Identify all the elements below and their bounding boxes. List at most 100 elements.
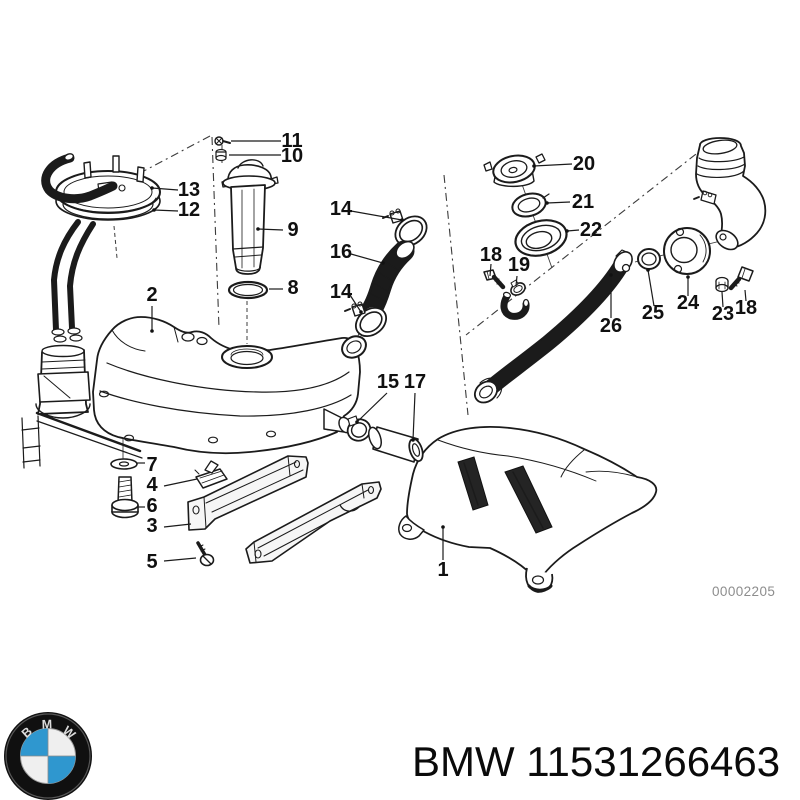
leader-line <box>356 392 388 423</box>
hex-bolt-right <box>728 266 754 291</box>
leader-line <box>163 478 198 487</box>
leader-line <box>350 210 403 221</box>
sender-hose <box>41 153 118 204</box>
leader-line <box>151 187 179 191</box>
drain-bolt <box>111 476 139 519</box>
vent-clamp <box>510 279 526 296</box>
callout-label-6: 6 <box>146 495 157 517</box>
grommet <box>637 248 661 270</box>
callout-label-5: 5 <box>146 551 157 573</box>
callout-label-24: 24 <box>677 292 700 314</box>
leader-line <box>350 253 384 264</box>
leader-line <box>163 523 192 528</box>
connector-pipe <box>368 426 424 463</box>
callout-label-21: 21 <box>572 191 594 213</box>
callout-label-7: 7 <box>146 454 157 476</box>
callout-label-3: 3 <box>146 515 157 537</box>
callout-label-13: 13 <box>178 179 200 201</box>
filter-o-ring <box>227 280 269 300</box>
callout-label-20: 20 <box>573 153 595 175</box>
logo-quadrant-blue-br <box>48 756 76 784</box>
leader-dot <box>400 218 404 222</box>
filler-cap <box>483 153 546 188</box>
logo-letter-m: M <box>41 717 52 731</box>
leader-dot <box>150 329 154 333</box>
leader-line <box>721 291 724 308</box>
mounting-flange <box>663 227 711 275</box>
leader-line <box>566 229 580 232</box>
vent-hose <box>500 291 530 320</box>
callout-label-10: 10 <box>281 145 303 167</box>
callout-label-19: 19 <box>508 254 530 276</box>
leader-dot <box>686 275 690 279</box>
small-screw <box>196 541 215 567</box>
callout-label-14: 14 <box>330 198 353 220</box>
fuel-sender-unit <box>21 153 161 469</box>
leader-dot <box>646 268 650 272</box>
leader-line <box>349 294 362 313</box>
leader-dot <box>565 229 569 233</box>
pump-hose-fittings <box>51 327 83 343</box>
leader-line <box>515 275 518 287</box>
filler-seal <box>514 219 568 257</box>
leader-line <box>546 201 571 204</box>
leader-line <box>533 163 573 167</box>
leader-dot <box>150 186 154 190</box>
leader-line <box>153 209 179 212</box>
bmw-logo-icon: B M W <box>4 712 92 800</box>
callout-label-25: 25 <box>642 302 664 324</box>
callout-label-9: 9 <box>287 219 298 241</box>
sender-screw <box>214 136 231 146</box>
leader-dot <box>381 261 385 265</box>
callout-label-16: 16 <box>330 241 352 263</box>
callout-label-14: 14 <box>330 281 353 303</box>
leader-line <box>412 392 416 441</box>
leader-dot <box>441 525 445 529</box>
lock-ring <box>511 192 550 218</box>
callout-label-18: 18 <box>735 297 757 319</box>
hose-clamp-lower <box>344 301 388 338</box>
leader-dot <box>411 438 415 442</box>
drawing-number: 00002205 <box>712 584 776 599</box>
callout-label-18: 18 <box>480 244 502 266</box>
callout-layer: 1234567891011121314141516171818192021222… <box>136 130 757 581</box>
mounting-bracket-left <box>187 455 309 531</box>
filler-inlet-pipe <box>693 137 767 251</box>
callout-label-2: 2 <box>146 284 157 306</box>
mounting-bracket-right <box>245 481 382 564</box>
callout-label-8: 8 <box>287 277 298 299</box>
leader-line <box>744 289 747 302</box>
retainer-pad <box>194 460 228 489</box>
sender-nut <box>215 148 227 162</box>
leader-dot <box>609 273 613 277</box>
callout-label-17: 17 <box>404 371 426 393</box>
callout-label-15: 15 <box>377 371 399 393</box>
filler-neck-pipe <box>473 249 633 404</box>
part-number-caption: BMW 11531266463 <box>412 738 781 785</box>
fuel-pump <box>21 344 91 469</box>
callout-label-4: 4 <box>146 474 158 496</box>
leader-dot <box>532 164 536 168</box>
hex-nut <box>715 276 729 293</box>
leader-line <box>647 269 655 307</box>
leader-dot <box>256 227 260 231</box>
leader-dot <box>152 208 156 212</box>
leader-line <box>163 557 197 562</box>
callout-label-11: 11 <box>281 130 302 152</box>
outlet-clamp <box>346 415 372 442</box>
leader-dot <box>359 310 363 314</box>
cover-strap-left <box>457 456 489 511</box>
leader-dot <box>355 420 359 424</box>
washer <box>110 458 138 470</box>
leader-line <box>489 263 492 277</box>
protective-cover <box>398 426 658 593</box>
callout-label-12: 12 <box>178 199 200 221</box>
callout-label-1: 1 <box>437 559 448 581</box>
fuel-tank <box>35 316 367 459</box>
fuel-filter <box>221 159 279 275</box>
logo-quadrant-blue-tl <box>20 728 48 756</box>
leader-line <box>257 228 284 231</box>
callout-label-22: 22 <box>580 219 602 241</box>
